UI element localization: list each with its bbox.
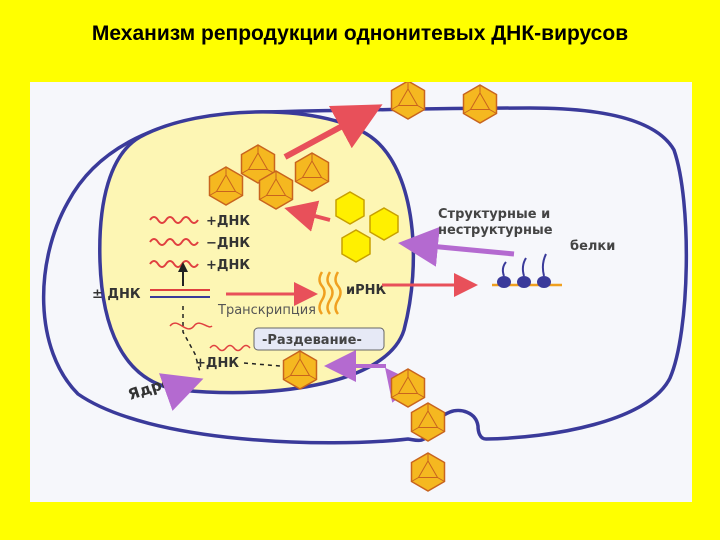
protein-import-arrow xyxy=(398,226,515,267)
label-proteins-1: Структурные и xyxy=(438,207,550,222)
dna-wave-3 xyxy=(149,260,199,268)
protein-hexagon-3 xyxy=(341,229,371,263)
nucleus-pointer-arrow xyxy=(159,373,204,411)
protein-hexagon-1 xyxy=(335,191,365,225)
ribosome-group xyxy=(497,253,551,288)
dna-wave-1 xyxy=(149,216,199,224)
slide-title: Механизм репродукции однонитевых ДНК-вир… xyxy=(91,22,629,45)
label-dna-plus-2: +ДНК xyxy=(206,258,250,273)
mrna-strand-2 xyxy=(326,271,334,315)
protein-hexagon-2 xyxy=(369,207,399,241)
uncoating-box xyxy=(253,327,385,351)
replication-diagram: +ДНК −ДНК +ДНК ± ДНК Транскрипция иРНК С… xyxy=(30,80,692,502)
mrna-strand-1 xyxy=(318,271,326,315)
label-uncoating: -Раздевание- xyxy=(262,333,362,348)
label-dna-pm: ± ДНК xyxy=(92,287,141,302)
uncoating-dash xyxy=(243,362,281,367)
dna-wave-2 xyxy=(149,238,199,246)
label-mrna: иРНК xyxy=(346,283,387,298)
replication-up-arrow xyxy=(178,262,188,272)
release-arrow xyxy=(283,104,383,160)
label-dna-minus: −ДНК xyxy=(206,236,250,251)
label-dna-plus-1: +ДНК xyxy=(206,214,250,229)
label-proteins-2: неструктурные xyxy=(438,223,553,238)
cell-membrane xyxy=(41,106,689,445)
diagram-panel: +ДНК −ДНК +ДНК ± ДНК Транскрипция иРНК С… xyxy=(30,80,692,502)
uncoating-wave xyxy=(209,344,251,352)
label-dna-plus-3: +ДНК xyxy=(195,356,239,371)
label-transcription: Транскрипция xyxy=(217,303,316,318)
assembly-arrow xyxy=(284,200,331,232)
label-proteins-3: белки xyxy=(570,239,615,254)
viral-dna-fragment xyxy=(169,322,213,330)
mrna-strand-3 xyxy=(334,271,342,315)
